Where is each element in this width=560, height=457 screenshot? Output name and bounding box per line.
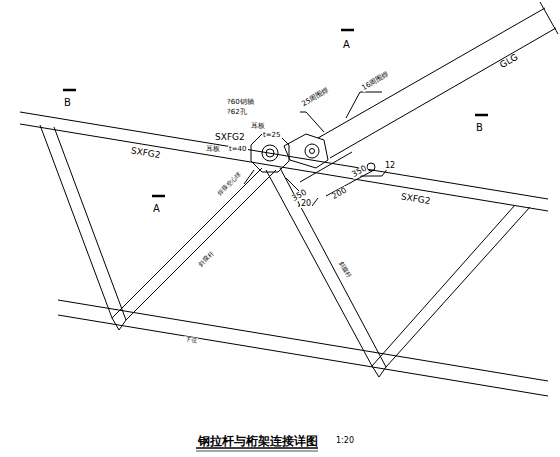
part-note: ?60销轴 xyxy=(226,99,255,106)
member-name: SXFG2 xyxy=(399,192,432,206)
dimension: 350 xyxy=(350,164,369,180)
weld-note: 25周围焊 xyxy=(300,87,331,109)
member-name: 斜腹杆 xyxy=(197,250,215,268)
section-mark: A xyxy=(153,204,160,214)
member-name: 斜腹杆 xyxy=(337,260,352,280)
section-mark: B xyxy=(64,98,71,108)
part-note: t=40 xyxy=(228,146,248,153)
part-name: 耳板 xyxy=(250,123,266,130)
part-note: t=25 xyxy=(262,132,282,139)
scale: 1:20 xyxy=(336,437,354,445)
part-name: 焊接空心球 xyxy=(216,170,243,197)
member-name: GLG xyxy=(498,52,521,70)
member-name: SXFG2 xyxy=(214,133,246,142)
section-mark: A xyxy=(343,40,350,50)
weld-size: 20 xyxy=(300,200,312,208)
member-name: SXFG2 xyxy=(129,146,162,160)
part-note: ?62孔 xyxy=(226,109,248,116)
weld-note: 16周围焊 xyxy=(360,71,391,93)
member-name: 下弦 xyxy=(184,336,199,344)
part-name: 耳板 xyxy=(205,146,221,153)
drawing-caption: 钢拉杆与桁架连接详图 xyxy=(198,433,318,450)
section-mark: B xyxy=(476,123,483,133)
weld-size: 12 xyxy=(384,162,396,170)
dimension: 200 xyxy=(330,186,349,202)
